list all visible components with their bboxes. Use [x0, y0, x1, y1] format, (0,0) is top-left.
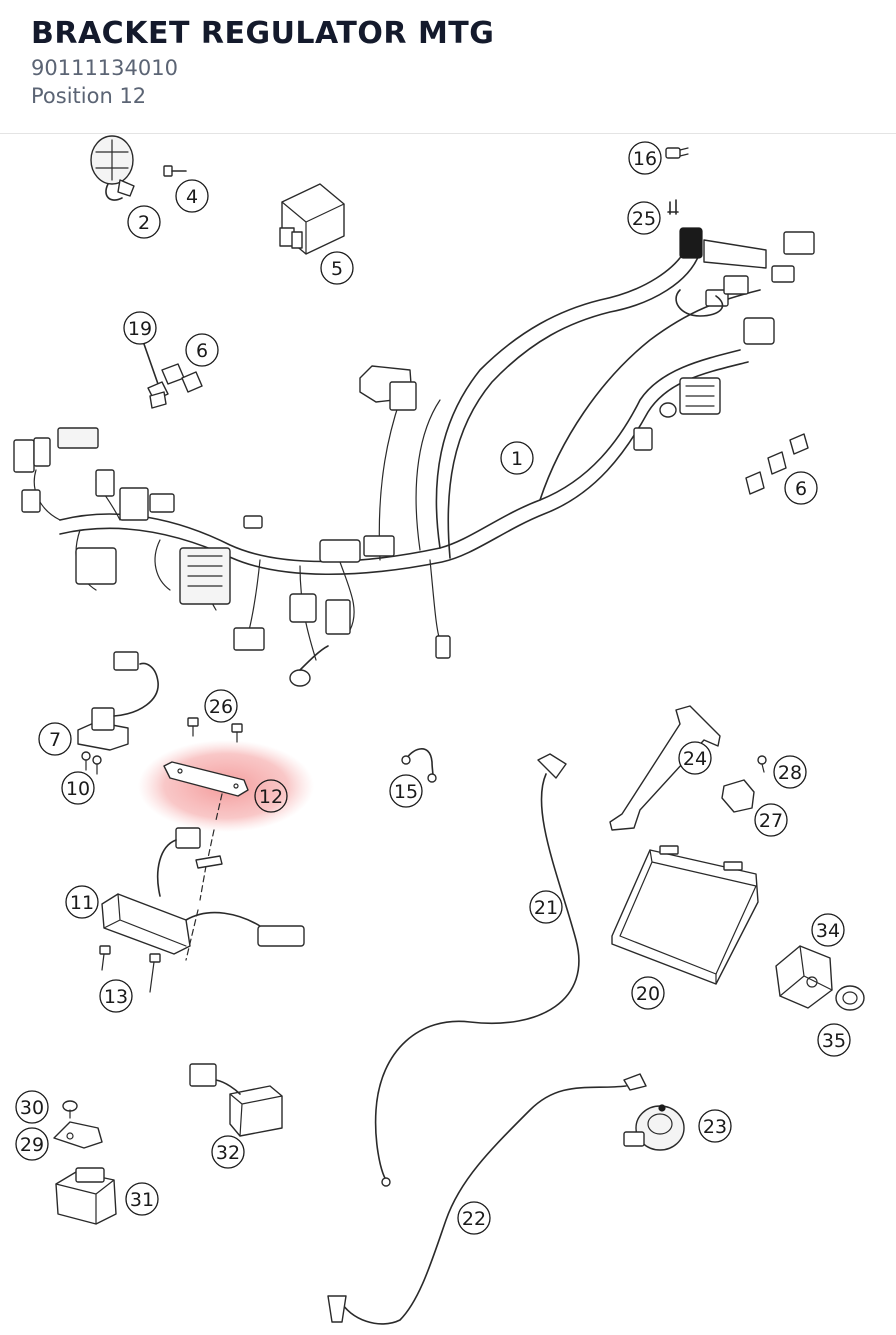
callout-28[interactable]: 28	[773, 755, 807, 789]
callout-4[interactable]: 4	[175, 179, 209, 213]
exploded-parts-diagram: 1 2 4 5 6 6 7 10 11 12 13 15 16 19 20 21…	[13, 135, 865, 1325]
svg-text:21: 21	[534, 897, 558, 919]
callout-1[interactable]: 1	[500, 441, 534, 475]
part-1-wiring-harness	[13, 227, 815, 687]
svg-text:13: 13	[104, 986, 128, 1008]
callout-19[interactable]: 19	[123, 311, 157, 345]
part-16-connector	[665, 147, 689, 159]
part-31-flasher	[55, 1167, 117, 1225]
callout-30[interactable]: 30	[15, 1090, 49, 1124]
callout-6-right[interactable]: 6	[784, 471, 818, 505]
part-19-connectors	[143, 343, 203, 409]
position-label: Position 12	[31, 84, 147, 108]
svg-text:31: 31	[130, 1189, 154, 1211]
callout-35[interactable]: 35	[817, 1023, 851, 1057]
svg-text:2: 2	[138, 212, 150, 234]
part-29-bracket	[53, 1121, 103, 1149]
callout-34[interactable]: 34	[811, 913, 845, 947]
svg-text:15: 15	[394, 781, 418, 803]
callout-2[interactable]: 2	[127, 205, 161, 239]
svg-text:32: 32	[216, 1142, 240, 1164]
svg-text:28: 28	[778, 762, 802, 784]
svg-text:12: 12	[259, 786, 283, 808]
part-4-bolt	[163, 165, 187, 177]
callout-13[interactable]: 13	[99, 979, 133, 1013]
svg-text:5: 5	[331, 258, 343, 280]
part-35-grommet	[835, 985, 865, 1011]
callout-21[interactable]: 21	[529, 890, 563, 924]
svg-text:27: 27	[759, 810, 783, 832]
callout-23[interactable]: 23	[698, 1109, 732, 1143]
svg-text:26: 26	[209, 696, 233, 718]
part-7-sensor	[77, 651, 159, 751]
part-21-cable	[374, 753, 580, 1187]
callout-32[interactable]: 32	[211, 1135, 245, 1169]
svg-text:4: 4	[186, 186, 198, 208]
part-28-screw	[757, 755, 767, 773]
part-15-cable	[401, 748, 437, 783]
header: BRACKET REGULATOR MTG 90111134010 Positi…	[0, 0, 896, 134]
part-26-screws	[187, 717, 243, 743]
part-23-horn	[623, 1104, 685, 1151]
callout-10[interactable]: 10	[61, 771, 95, 805]
part-27-clip	[721, 779, 755, 813]
part-30-screw	[62, 1100, 78, 1119]
svg-text:29: 29	[20, 1134, 44, 1156]
svg-text:19: 19	[128, 318, 152, 340]
svg-text:16: 16	[633, 148, 657, 170]
svg-text:25: 25	[632, 208, 656, 230]
part-22-cable	[327, 1073, 647, 1325]
svg-text:34: 34	[816, 920, 840, 942]
callout-29[interactable]: 29	[15, 1127, 49, 1161]
svg-text:6: 6	[196, 340, 208, 362]
svg-text:1: 1	[511, 448, 523, 470]
callout-22[interactable]: 22	[457, 1201, 491, 1235]
callout-15[interactable]: 15	[389, 774, 423, 808]
svg-text:10: 10	[66, 778, 90, 800]
svg-text:6: 6	[795, 478, 807, 500]
part-5-relay	[279, 183, 345, 255]
callout-26[interactable]: 26	[204, 689, 238, 723]
callout-16[interactable]: 16	[628, 141, 662, 175]
callout-6-left[interactable]: 6	[185, 333, 219, 367]
svg-text:30: 30	[20, 1097, 44, 1119]
svg-text:35: 35	[822, 1030, 846, 1052]
part-10-screws	[81, 751, 102, 775]
callout-12[interactable]: 12	[254, 779, 288, 813]
part-6-connectors-right	[745, 433, 809, 495]
part-25-clip	[667, 199, 679, 215]
part-34-fusebox	[775, 945, 833, 1009]
callout-31[interactable]: 31	[125, 1182, 159, 1216]
svg-text:7: 7	[49, 729, 61, 751]
svg-text:22: 22	[462, 1208, 486, 1230]
svg-text:23: 23	[703, 1116, 727, 1138]
svg-text:11: 11	[70, 892, 94, 914]
svg-text:20: 20	[636, 983, 660, 1005]
part-24-strap	[609, 705, 721, 831]
callout-7[interactable]: 7	[38, 722, 72, 756]
callout-25[interactable]: 25	[627, 201, 661, 235]
part-title: BRACKET REGULATOR MTG	[31, 16, 495, 51]
callout-5[interactable]: 5	[320, 251, 354, 285]
callout-27[interactable]: 27	[754, 803, 788, 837]
callout-20[interactable]: 20	[631, 976, 665, 1010]
svg-text:24: 24	[683, 748, 707, 770]
callout-11[interactable]: 11	[65, 885, 99, 919]
part-20-battery	[611, 845, 759, 985]
part-12-bracket	[163, 761, 249, 961]
part-32-relay	[189, 1063, 283, 1137]
part-number: 90111134010	[31, 56, 178, 80]
part-13-bolts	[99, 945, 161, 993]
part-11-regulator	[101, 827, 305, 955]
part-2-horn	[90, 135, 135, 201]
callout-24[interactable]: 24	[678, 741, 712, 775]
